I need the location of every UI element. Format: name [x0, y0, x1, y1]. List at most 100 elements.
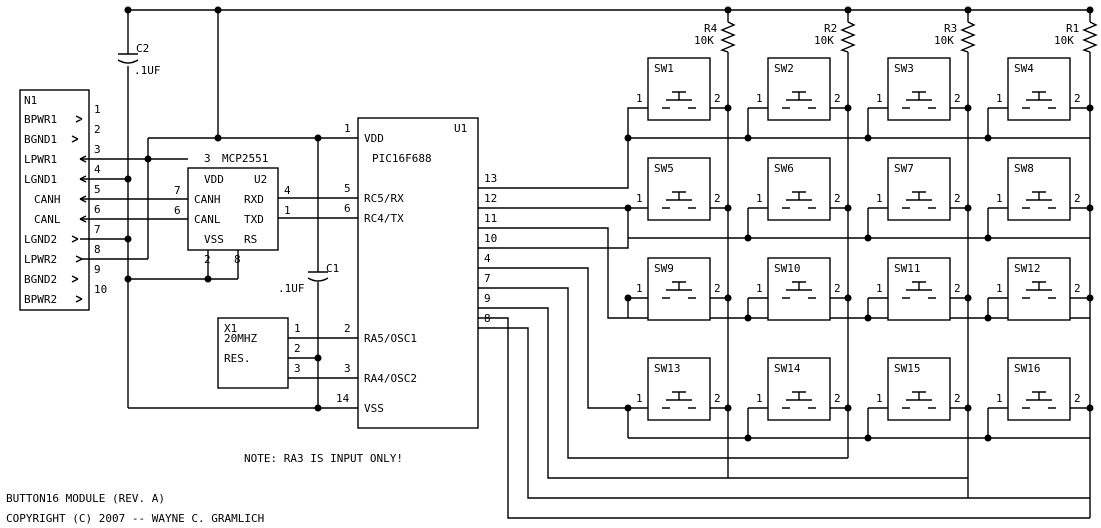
pushbutton-icon [902, 281, 936, 299]
u1-ref: U1 [454, 122, 467, 135]
junction-dot [204, 275, 212, 283]
switch-sw5: SW5 1 2 [636, 157, 721, 221]
junction-dot [864, 434, 872, 442]
u1-pin-vss: VSS [364, 402, 384, 415]
connector-pin-number: 1 [94, 103, 101, 116]
junction-dot [964, 404, 972, 412]
switch-ref: SW6 [774, 162, 794, 175]
x1-pin-number: 1 [294, 322, 301, 335]
switch-sw9: SW9 1 2 [636, 257, 721, 321]
junction-dot [844, 294, 852, 302]
switch-sw12: SW12 1 2 [996, 257, 1081, 321]
switch-pin-number: 2 [1074, 92, 1081, 105]
switch-ref: SW13 [654, 362, 681, 375]
chip-u2-body [187, 167, 279, 251]
u1-pin-ra4: RA4/OSC2 [364, 372, 417, 385]
wire [80, 9, 1091, 519]
junction-dot [984, 434, 992, 442]
switch-sw13: SW13 1 2 [636, 357, 721, 421]
pushbutton-icon [1022, 391, 1056, 409]
connector-pin-number: 9 [94, 263, 101, 276]
switch-body [1007, 357, 1071, 421]
junction-dot [1086, 294, 1094, 302]
connector-pin-label: BPWR1 [24, 113, 57, 126]
x1-ref: X1 [224, 322, 237, 335]
switch-pin-number: 1 [876, 392, 883, 405]
switch-pin-number: 2 [834, 282, 841, 295]
connector-pin-label: BGND2 [24, 273, 57, 286]
u1-right-pin-number: 9 [484, 292, 491, 305]
junction-dot [964, 294, 972, 302]
resistor-ref: R4 [704, 22, 718, 35]
switch-ref: SW3 [894, 62, 914, 75]
u2-pin-canh: CANH [194, 193, 221, 206]
u1-right-pin-number: 10 [484, 232, 497, 245]
u2-pin-vdd: VDD [204, 173, 224, 186]
switch-ref: SW8 [1014, 162, 1034, 175]
connector-pin-label: BGND1 [24, 133, 57, 146]
connector-pin-number: 6 [94, 203, 101, 216]
junction-dot [314, 354, 322, 362]
resistor-ref: R2 [824, 22, 837, 35]
junction-dot [844, 204, 852, 212]
switch-pin-number: 1 [636, 192, 643, 205]
switch-pin-number: 2 [714, 192, 721, 205]
junction-dot [964, 204, 972, 212]
u1-rc4-pin-number: 6 [344, 202, 351, 215]
u1-pin-vdd: VDD [364, 132, 384, 145]
u2-vss-pin-number: 2 [204, 253, 211, 266]
u1-vss-pin-number: 14 [336, 392, 350, 405]
u2-part: MCP2551 [222, 152, 268, 165]
switch-pin-number: 2 [834, 92, 841, 105]
switch-pin-number: 1 [636, 92, 643, 105]
pushbutton-icon [902, 391, 936, 409]
connector-pin-number: 3 [94, 143, 101, 156]
switch-sw7: SW7 1 2 [876, 157, 961, 221]
junction-dot [844, 6, 852, 14]
chip-u1: U1 PIC16F688 VDD RC5/RX RC4/TX RA5/OSC1 … [336, 117, 497, 429]
switch-body [647, 157, 711, 221]
switch-ref: SW5 [654, 162, 674, 175]
junction-dot [124, 275, 132, 283]
junction-dot [624, 204, 632, 212]
junction-dot [744, 134, 752, 142]
resistor-value: 10K [934, 34, 954, 47]
connector-pin-label: LPWR1 [24, 153, 57, 166]
connector-pin-number: 5 [94, 183, 101, 196]
switch-pin-number: 1 [636, 392, 643, 405]
switch-body [647, 357, 711, 421]
switch-body [1007, 57, 1071, 121]
resonator-x1: X1 20MHZ RES. 1 2 3 [217, 317, 301, 389]
connector-pin-number: 8 [94, 243, 101, 256]
switch-pin-number: 1 [636, 282, 643, 295]
c1-value: .1UF [278, 282, 305, 295]
chip-u2: 3 MCP2551 VDD U2 CANH RXD CANL TXD VSS R… [174, 152, 291, 266]
connector-body [19, 89, 90, 311]
pushbutton-icon [902, 91, 936, 109]
junction-dot [124, 235, 132, 243]
u2-pin-rs: RS [244, 233, 257, 246]
u1-part: PIC16F688 [372, 152, 432, 165]
capacitor-icon [117, 53, 139, 64]
switch-pin-number: 1 [756, 92, 763, 105]
resistor-value: 10K [814, 34, 834, 47]
connector-pin-number: 2 [94, 123, 101, 136]
resistor-value: 10K [694, 34, 714, 47]
pushbutton-icon [782, 191, 816, 209]
switch-ref: SW4 [1014, 62, 1034, 75]
connector-pin-number: 4 [94, 163, 101, 176]
u2-vdd-pin-number: 3 [204, 152, 211, 165]
c2-value: .1UF [134, 64, 161, 77]
switch-pin-number: 2 [834, 192, 841, 205]
switch-sw2: SW2 1 2 [756, 57, 841, 121]
switch-pin-number: 2 [714, 392, 721, 405]
u2-canh-pin-number: 7 [174, 184, 181, 197]
junction-dot [314, 134, 322, 142]
resistor-ref: R3 [944, 22, 957, 35]
schematic-note: NOTE: RA3 IS INPUT ONLY! [244, 452, 403, 465]
junction-dot [724, 104, 732, 112]
connector-ref: N1 [24, 94, 37, 107]
pushbutton-icon [662, 191, 696, 209]
connector-n1: N1 BPWR1 BGND1 LPWR1 LGND1 CANH CANL LGN… [19, 89, 107, 311]
switch-sw1: SW1 1 2 [636, 57, 721, 121]
